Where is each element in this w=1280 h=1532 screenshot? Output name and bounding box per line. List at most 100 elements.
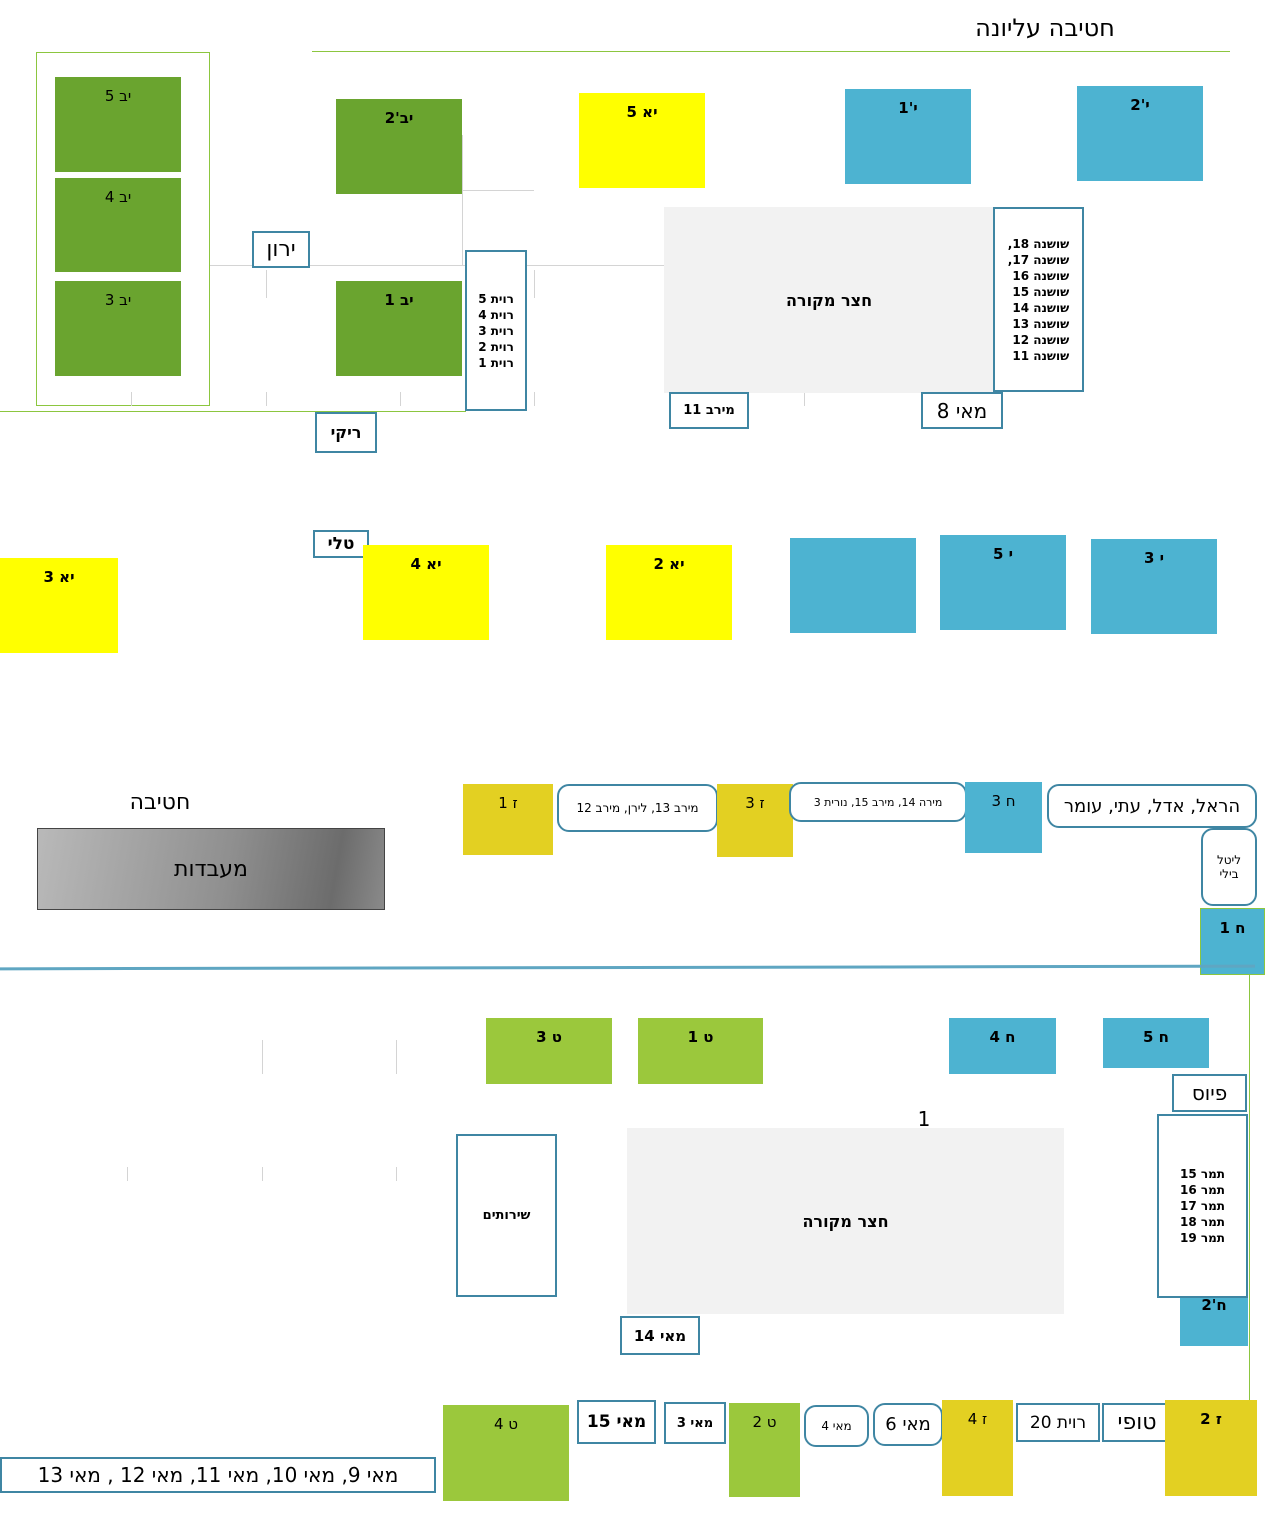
- staff-ravit-20[interactable]: רוית 20: [1016, 1403, 1100, 1442]
- staff-may-4[interactable]: מאי 4: [804, 1405, 869, 1447]
- staff-tali[interactable]: טלי: [313, 530, 369, 558]
- room-z4[interactable]: ז 4: [942, 1400, 1013, 1496]
- tamar-item: תמר 18: [1180, 1215, 1225, 1229]
- room-h3[interactable]: ח 3: [965, 782, 1042, 853]
- tamar-item: תמר 19: [1180, 1231, 1225, 1245]
- corridor-tick: [262, 1040, 263, 1074]
- shoshana-item: שושנה 11: [1012, 348, 1070, 363]
- staff-shoshana-list[interactable]: שושנה 18, שושנה 17, שושנה 16 שושנה 15 שו…: [993, 207, 1084, 392]
- tamar-item: תמר 15: [1180, 1167, 1225, 1181]
- staff-may-9-13[interactable]: מאי 9, מאי 10, מאי 11, מאי 12 , מאי 13: [0, 1457, 436, 1493]
- labs-block: מעבדות: [37, 828, 385, 910]
- room-t4[interactable]: ט 4: [443, 1405, 569, 1501]
- room-yb3[interactable]: יב 3: [55, 281, 181, 376]
- room-label: ט 4: [493, 1415, 519, 1433]
- room-label: י'2: [1130, 96, 1150, 114]
- room-label: ט 3: [536, 1028, 562, 1046]
- restrooms[interactable]: שירותים: [456, 1134, 557, 1297]
- staff-meirav-11[interactable]: מירב 11: [669, 392, 749, 429]
- room-z1[interactable]: ז 1: [463, 784, 553, 855]
- room-ya4[interactable]: יא 4: [363, 545, 489, 640]
- corridor-tick: [131, 392, 132, 406]
- room-h5[interactable]: ח 5: [1103, 1018, 1209, 1068]
- upper-floor-line: [0, 411, 466, 412]
- room-label: ח 3: [991, 792, 1016, 810]
- shoshana-item: שושנה 13: [1012, 316, 1070, 331]
- corridor-tick: [266, 392, 267, 406]
- room-ya2[interactable]: יא 2: [606, 545, 732, 640]
- right-edge-line: [1249, 975, 1250, 1485]
- middle-title: חטיבה: [129, 790, 191, 815]
- room-label: יא 4: [410, 555, 442, 573]
- room-label: ח'2: [1201, 1296, 1227, 1314]
- staff-may-6[interactable]: מאי 6: [873, 1403, 943, 1446]
- staff-tofi[interactable]: טופי: [1102, 1403, 1172, 1442]
- room-y3[interactable]: י 3: [1091, 539, 1217, 634]
- room-yb1[interactable]: יב 1: [336, 281, 462, 376]
- room-y2[interactable]: י'2: [1077, 86, 1203, 181]
- room-label: י 5: [992, 545, 1014, 563]
- staff-ravit-list[interactable]: רוית 5 רוית 4 רוית 3 רוית 2 רוית 1: [465, 250, 527, 411]
- room-label: יב 5: [104, 87, 132, 105]
- corridor-tick: [266, 270, 267, 298]
- staff-lital-bili[interactable]: ליטל בילי: [1201, 828, 1257, 906]
- room-label: ט 1: [687, 1028, 714, 1046]
- staff-may-8[interactable]: מאי 8: [921, 392, 1003, 429]
- staff-riki[interactable]: ריקי: [315, 412, 377, 453]
- room-z2[interactable]: ז 2: [1165, 1400, 1257, 1496]
- room-label: ז 3: [745, 794, 765, 812]
- shoshana-item: שושנה 17,: [1007, 252, 1070, 267]
- room-ya5[interactable]: יא 5: [579, 93, 705, 188]
- room-h1[interactable]: ח 1: [1200, 908, 1265, 975]
- corridor-tick: [127, 1167, 128, 1181]
- room-t1[interactable]: ט 1: [638, 1018, 763, 1084]
- corridor-tick: [400, 392, 401, 406]
- corridor-tick: [396, 1040, 397, 1074]
- room-z3[interactable]: ז 3: [717, 784, 793, 857]
- ravit-item: רוית 5: [478, 291, 514, 306]
- staff-harel-adel-ati-omer[interactable]: הראל, אדל, עתי, עומר: [1047, 784, 1257, 828]
- staff-may-3[interactable]: מאי 3: [664, 1402, 726, 1444]
- corridor-tick: [262, 1167, 263, 1181]
- room-unlabeled[interactable]: [790, 538, 916, 633]
- staff-tamar-list[interactable]: תמר 15 תמר 16 תמר 17 תמר 18 תמר 19: [1157, 1114, 1248, 1298]
- upper-title-line: [312, 51, 1230, 52]
- corridor-line: [462, 135, 463, 265]
- corridor-tick: [396, 1167, 397, 1181]
- shoshana-item: שושנה 12: [1012, 332, 1070, 347]
- room-label: י'1: [898, 99, 918, 117]
- room-label: ח 5: [1143, 1028, 1169, 1046]
- staff-mira-meirav-nurit[interactable]: מירה 14, מירב 15, נורית 3: [789, 782, 967, 822]
- staff-may-14[interactable]: מאי 14: [620, 1316, 700, 1355]
- staff-may-15[interactable]: מאי 15: [577, 1400, 656, 1444]
- shoshana-item: שושנה 16: [1012, 268, 1070, 283]
- corridor-line: [462, 190, 534, 191]
- room-yb2[interactable]: יב'2: [336, 99, 462, 194]
- staff-name: ליטל: [1216, 853, 1242, 867]
- room-label: יא 5: [626, 103, 658, 121]
- staff-meirav-liran[interactable]: מירב 13, לירן, מירב 12: [557, 784, 718, 832]
- staff-pios[interactable]: פיוס: [1172, 1074, 1247, 1112]
- room-label: יב 3: [104, 291, 132, 309]
- room-label: יב 4: [104, 188, 132, 206]
- tamar-list: תמר 15 תמר 16 תמר 17 תמר 18 תמר 19: [1180, 1166, 1225, 1246]
- shoshana-item: שושנה 14: [1012, 300, 1070, 315]
- room-ya3[interactable]: יא 3: [0, 558, 118, 653]
- room-t2[interactable]: ט 2: [729, 1403, 800, 1497]
- shoshana-list: שושנה 18, שושנה 17, שושנה 16 שושנה 15 שו…: [1008, 236, 1069, 364]
- room-yb5[interactable]: יב 5: [55, 77, 181, 172]
- section-divider: [0, 964, 1256, 971]
- room-yb4[interactable]: יב 4: [55, 178, 181, 272]
- room-y1[interactable]: י'1: [845, 89, 971, 184]
- room-h4[interactable]: ח 4: [949, 1018, 1056, 1074]
- labs-label: מעבדות: [174, 856, 248, 882]
- room-y5[interactable]: י 5: [940, 535, 1066, 630]
- room-t3[interactable]: ט 3: [486, 1018, 612, 1084]
- staff-yaron[interactable]: ירון: [252, 231, 310, 268]
- corridor-tick: [804, 392, 805, 406]
- covered-yard-upper: חצר מקורה: [664, 207, 994, 393]
- room-label: ז 1: [498, 794, 518, 812]
- room-label: יב 1: [384, 291, 414, 309]
- ravit-item: רוית 2: [478, 339, 514, 354]
- covered-yard-lower: חצר מקורה: [627, 1128, 1064, 1314]
